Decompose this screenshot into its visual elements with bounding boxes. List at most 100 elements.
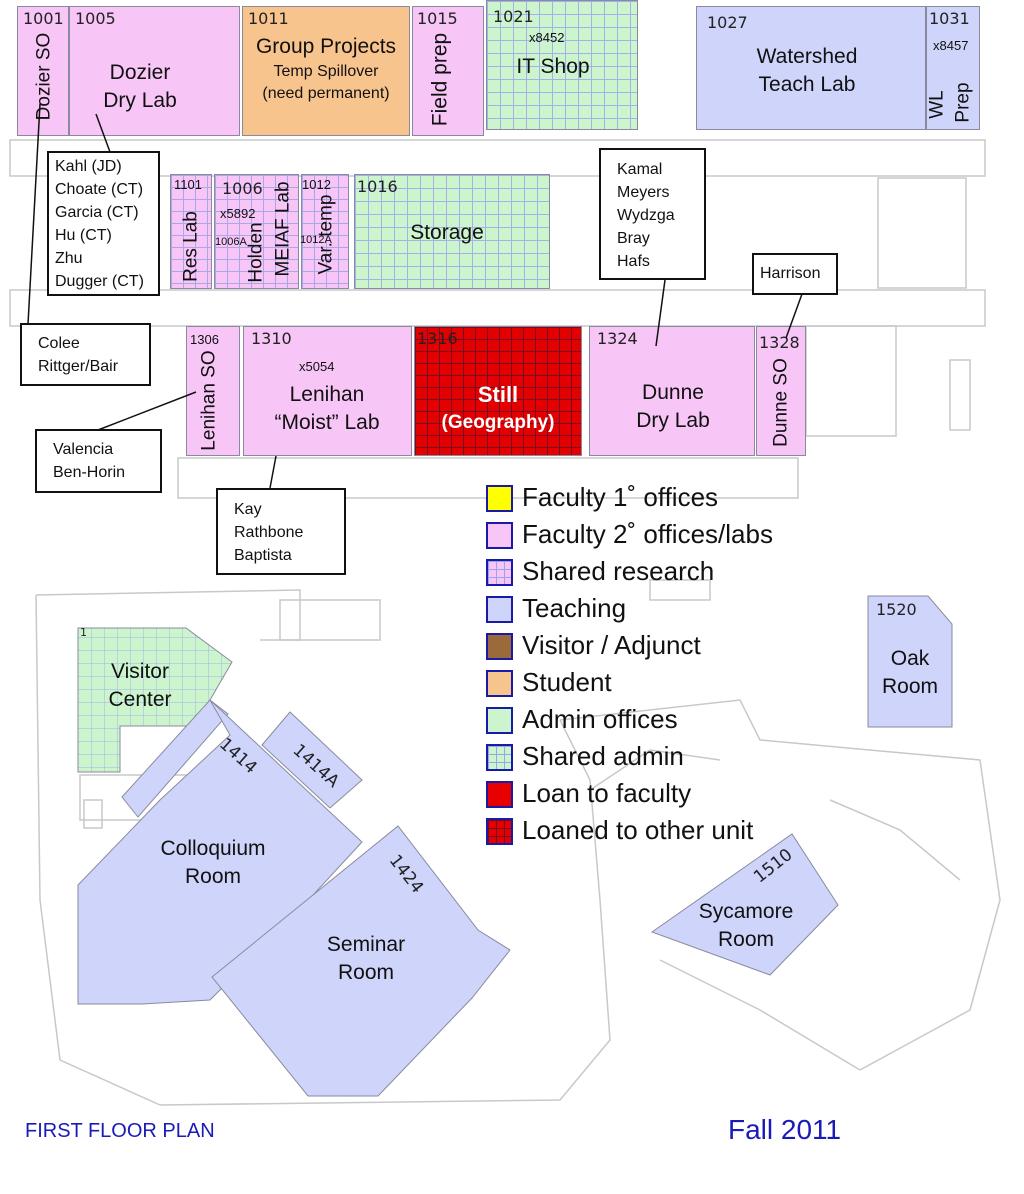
callout-line: Choate (CT) (55, 181, 144, 198)
legend-swatch (486, 744, 513, 771)
room-label-line: Visitor (111, 660, 169, 683)
room-label: Lenihan “Moist” Lab (244, 381, 410, 437)
room-1414-corridor[interactable] (121, 699, 229, 818)
room-extension: x5892 (220, 206, 256, 221)
callout-line: Harrison (760, 265, 821, 282)
room-extension: x8457 (933, 38, 969, 53)
legend-label: Faculty 2˚ offices/labs (522, 519, 773, 549)
room-sublabel: (need permanent) (262, 85, 390, 102)
callout-line: Hu (CT) (55, 227, 112, 244)
room-number: 1011 (248, 9, 289, 28)
room-number: 1012 (302, 177, 331, 192)
room-label-1414: Colloquium Room (150, 835, 276, 891)
legend-swatch (486, 596, 513, 623)
legend-label: Shared admin (522, 741, 684, 771)
room-number: 1316 (417, 329, 458, 348)
room-extension: x5054 (299, 359, 335, 374)
legend-item: Teaching (486, 592, 826, 623)
legend-swatch (486, 781, 513, 808)
room-1306[interactable]: 1306 Lenihan SO (186, 326, 240, 456)
callout-line: Kay (234, 501, 262, 518)
room-1520[interactable] (867, 595, 953, 728)
room-label: Still (Geography) (415, 381, 581, 437)
callout-dunne-lab: Kamal Meyers Wydzga Bray Hafs (599, 148, 706, 280)
room-label-visitor-center: Visitor Center (92, 658, 188, 714)
plan-title: FIRST FLOOR PLAN (25, 1120, 215, 1142)
legend-swatch (486, 522, 513, 549)
room-label: Storage (410, 221, 484, 244)
room-label-line: Watershed (756, 45, 858, 68)
room-1424[interactable] (211, 825, 511, 1097)
callout-dozier-lab: Kahl (JD) Choate (CT) Garcia (CT) Hu (CT… (47, 151, 160, 296)
legend-item: Student (486, 666, 826, 697)
room-number: 1 (80, 626, 87, 639)
legend-swatch (486, 633, 513, 660)
room-1011[interactable]: 1011 Group Projects Temp Spillover (need… (242, 6, 410, 136)
room-label-line: Room (717, 928, 775, 951)
room-label-1510: Sycamore Room (686, 898, 806, 954)
callout-line: Meyers (617, 184, 670, 201)
room-1015[interactable]: 1015 Field prep (412, 6, 484, 136)
legend-label: Teaching (522, 593, 627, 623)
callout-line: Kahl (JD) (55, 158, 122, 175)
room-number: 1006 (222, 179, 263, 198)
room-number: 1328 (759, 333, 800, 352)
callout-line: Rittger/Bair (38, 358, 119, 375)
room-1005[interactable]: 1005 Dozier Dry Lab (69, 6, 240, 136)
room-1510[interactable] (650, 833, 839, 976)
callout-line: Dugger (CT) (55, 273, 144, 290)
room-1101[interactable]: 1101 Res Lab (170, 174, 212, 289)
room-label-line: Room (881, 675, 939, 698)
room-label-line: (Geography) (441, 412, 555, 433)
room-1001[interactable]: 1001 Dozier SO (17, 6, 69, 136)
legend-label: Loaned to other unit (522, 815, 754, 845)
callout-line: Zhu (55, 250, 83, 267)
callout-line: Wydzga (617, 207, 675, 224)
legend-item: Shared research (486, 555, 826, 586)
room-label-line: Colloquium (160, 837, 266, 860)
room-1016[interactable]: 1016 Storage (354, 174, 550, 289)
room-label-line: Room (337, 961, 395, 984)
room-1021[interactable]: 1021 x8452 IT Shop (486, 0, 638, 130)
legend-swatch (486, 707, 513, 734)
legend-label: Shared research (522, 556, 715, 586)
room-label-1424: Seminar Room (306, 931, 426, 987)
callout-line: Baptista (234, 547, 292, 564)
legend-item: Faculty 1˚ offices (486, 481, 826, 512)
legend-swatch (486, 818, 513, 845)
legend-item: Loaned to other unit (486, 814, 826, 845)
legend-swatch (486, 670, 513, 697)
legend-swatch (486, 485, 513, 512)
room-1012[interactable]: 1012 1012A Var. temp (300, 174, 349, 289)
callout-line: Kamal (617, 161, 663, 178)
legend-label: Student (522, 667, 612, 697)
callout-line: Ben-Horin (53, 464, 126, 481)
room-1310[interactable]: 1310 x5054 Lenihan “Moist” Lab (243, 326, 412, 456)
legend-label: Loan to faculty (522, 778, 692, 808)
room-1027[interactable]: 1027 Watershed Teach Lab (696, 6, 926, 130)
room-1414[interactable] (77, 699, 363, 1005)
callout-line: Garcia (CT) (55, 204, 139, 221)
room-1316[interactable]: 1316 Still (Geography) (414, 326, 582, 456)
callout-dozier-so: Colee Rittger/Bair (20, 323, 151, 386)
room-number: 1027 (707, 13, 748, 32)
room-label: Dozier Dry Lab (80, 59, 200, 115)
callout-dunne-so: Harrison (752, 253, 838, 295)
callout-lenihan-lab: Kay Rathbone Baptista (216, 488, 346, 575)
room-number: 1021 (493, 7, 534, 26)
room-1328[interactable]: 1328 Dunne SO (756, 326, 806, 456)
room-1324[interactable]: 1324 Dunne Dry Lab (589, 326, 755, 456)
room-number: 1324 (597, 329, 638, 348)
legend-item: Faculty 2˚ offices/labs (486, 518, 826, 549)
room-label: Dunne Dry Lab (590, 379, 756, 435)
room-1414a[interactable] (261, 711, 363, 809)
room-label-line: Dozier (109, 61, 171, 84)
callout-line: Valencia (53, 441, 114, 458)
room-1031[interactable]: 1031 x8457 WL Prep (926, 6, 980, 130)
legend-swatch (486, 559, 513, 586)
room-1006[interactable]: 1006 x5892 1006A Holden MEIAF Lab (214, 174, 299, 289)
room-label-line: Room (184, 865, 242, 888)
